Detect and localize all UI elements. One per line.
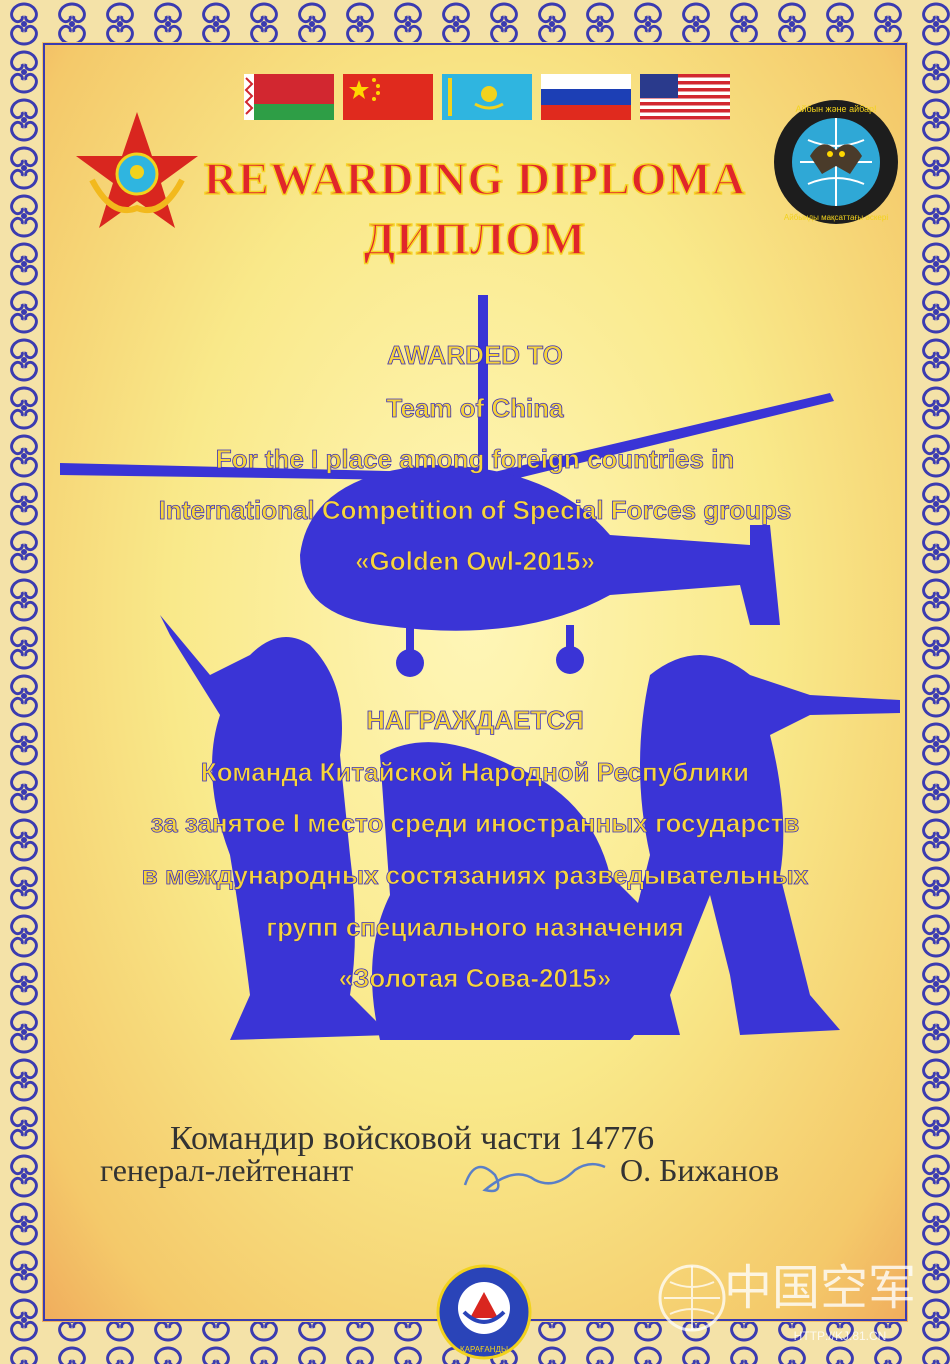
karaganda-emblem-icon: ҚАРАҒАНДЫ: [436, 1264, 532, 1360]
competition-name-en: International Competition of Special For…: [158, 495, 792, 526]
bottom-emblem-text: ҚАРАҒАНДЫ: [460, 1345, 508, 1354]
commander-name: О. Бижанов: [620, 1152, 780, 1188]
owl-emblem-icon: Айбын және айбар! Айбынды мақсаттағы әск…: [774, 100, 898, 224]
award-place-en: For the I place among foreign countries …: [215, 444, 735, 475]
competition-name-ru-1: в международных состязаниях разведывател…: [141, 860, 809, 891]
event-name-ru: «Золотая Сова-2015»: [338, 963, 612, 994]
competition-name-ru-2: групп специального назначения: [266, 912, 684, 943]
team-name-ru: Команда Китайской Народной Республики: [200, 757, 750, 788]
handwritten-signature-icon: [463, 1162, 606, 1193]
helicopter-soldiers-silhouette: [60, 295, 900, 1040]
kazakhstan-flag-icon: [442, 74, 532, 120]
belarus-flag-icon: [244, 74, 334, 120]
team-name-en: Team of China: [386, 393, 564, 424]
title-english: REWARDING DIPLOMA: [203, 152, 747, 205]
awarded-to-heading: AWARDED TO: [387, 340, 564, 371]
flags-row: [244, 74, 730, 120]
award-place-ru: за занятое I место среди иностранных гос…: [150, 808, 800, 839]
title-russian: ДИПЛОМ: [363, 212, 587, 265]
watermark-text: 中国空军: [724, 1260, 916, 1316]
watermark-url: HTTP://KJ.81.CN: [794, 1329, 887, 1343]
owl-emblem-bottom-text: Айбынды мақсаттағы әскері: [784, 213, 888, 222]
china-flag-icon: [343, 74, 433, 120]
event-name-en: «Golden Owl-2015»: [355, 546, 596, 577]
commander-position: Командир войсковой части 14776: [170, 1120, 655, 1157]
red-star-emblem-icon: [76, 112, 198, 228]
russia-flag-icon: [541, 74, 631, 120]
commander-rank: генерал-лейтенант: [100, 1152, 354, 1188]
watermark: 中国空军 HTTP://KJ.81.CN: [658, 1260, 916, 1343]
owl-emblem-top-text: Айбын және айбар!: [795, 104, 876, 114]
awarded-heading-ru: НАГРАЖДАЕТСЯ: [366, 705, 584, 736]
usa-flag-icon: [640, 74, 730, 120]
golden-owl-emblem: Айбын және айбар! Айбынды мақсаттағы әск…: [770, 96, 902, 228]
